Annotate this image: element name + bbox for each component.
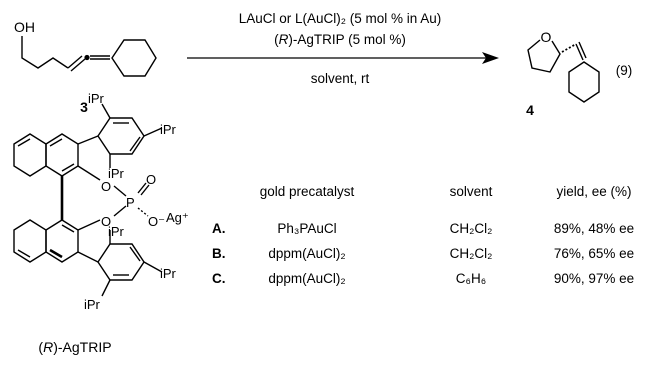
catalyst-o-minus: O⁻ <box>148 214 165 229</box>
ipr-label-bottom-left: iPr <box>84 297 101 312</box>
entry-label-b: B. <box>212 246 226 261</box>
catalyst-phosphorus: P <box>126 195 135 210</box>
reagent-line-2: (R)-AgTRIP (5 mol %) <box>274 32 406 47</box>
substrate-oh-label: OH <box>14 19 35 35</box>
catalyst-oxygen-upper: O <box>101 179 111 194</box>
solvent-c: C₆H₆ <box>456 271 486 286</box>
header-solvent: solvent <box>450 184 493 199</box>
solvent-a: CH₂Cl₂ <box>450 221 493 236</box>
header-gold-precatalyst: gold precatalyst <box>260 184 355 199</box>
ipr-label-top-left: iPr <box>88 91 105 106</box>
product-oxygen-label: O <box>541 29 552 45</box>
precatalyst-a: Ph₃PAuCl <box>277 221 336 236</box>
catalyst-oxygen-lower: O <box>101 214 111 229</box>
reaction-arrow-head <box>482 52 499 64</box>
results-table: gold precatalyst solvent yield, ee (%) A… <box>212 184 634 286</box>
ipr-label-mid-upper: iPr <box>108 166 125 181</box>
catalyst-name: (R)-AgTRIP <box>38 339 111 355</box>
catalyst-silver-cation: Ag⁺ <box>166 210 189 225</box>
substrate-number: 3 <box>80 99 88 115</box>
precatalyst-b: dppm(AuCl)₂ <box>268 246 345 261</box>
result-c: 90%, 97% ee <box>554 271 634 286</box>
entry-label-c: C. <box>212 271 226 286</box>
solvent-b: CH₂Cl₂ <box>450 246 493 261</box>
substrate-3-structure <box>21 36 157 77</box>
agtrip-structure <box>13 103 163 297</box>
precatalyst-c: dppm(AuCl)₂ <box>268 271 345 286</box>
ipr-label-bottom-right: iPr <box>160 266 177 281</box>
allene-center-dot <box>84 54 90 61</box>
ipr-label-top-right: iPr <box>160 122 177 137</box>
result-b: 76%, 65% ee <box>554 246 634 261</box>
product-number: 4 <box>526 102 534 118</box>
catalyst-phosphoryl-oxygen: O <box>146 172 156 187</box>
equation-number: (9) <box>616 63 633 78</box>
header-yield-ee: yield, ee (%) <box>556 184 631 199</box>
ipr-label-mid-lower: iPr <box>108 224 125 239</box>
reagent-line-1: LAuCl or L(AuCl)₂ (5 mol % in Au) <box>239 11 442 26</box>
product-4-structure <box>527 39 600 103</box>
result-a: 89%, 48% ee <box>554 221 634 236</box>
reaction-condition: solvent, rt <box>311 71 370 86</box>
entry-label-a: A. <box>212 221 226 236</box>
